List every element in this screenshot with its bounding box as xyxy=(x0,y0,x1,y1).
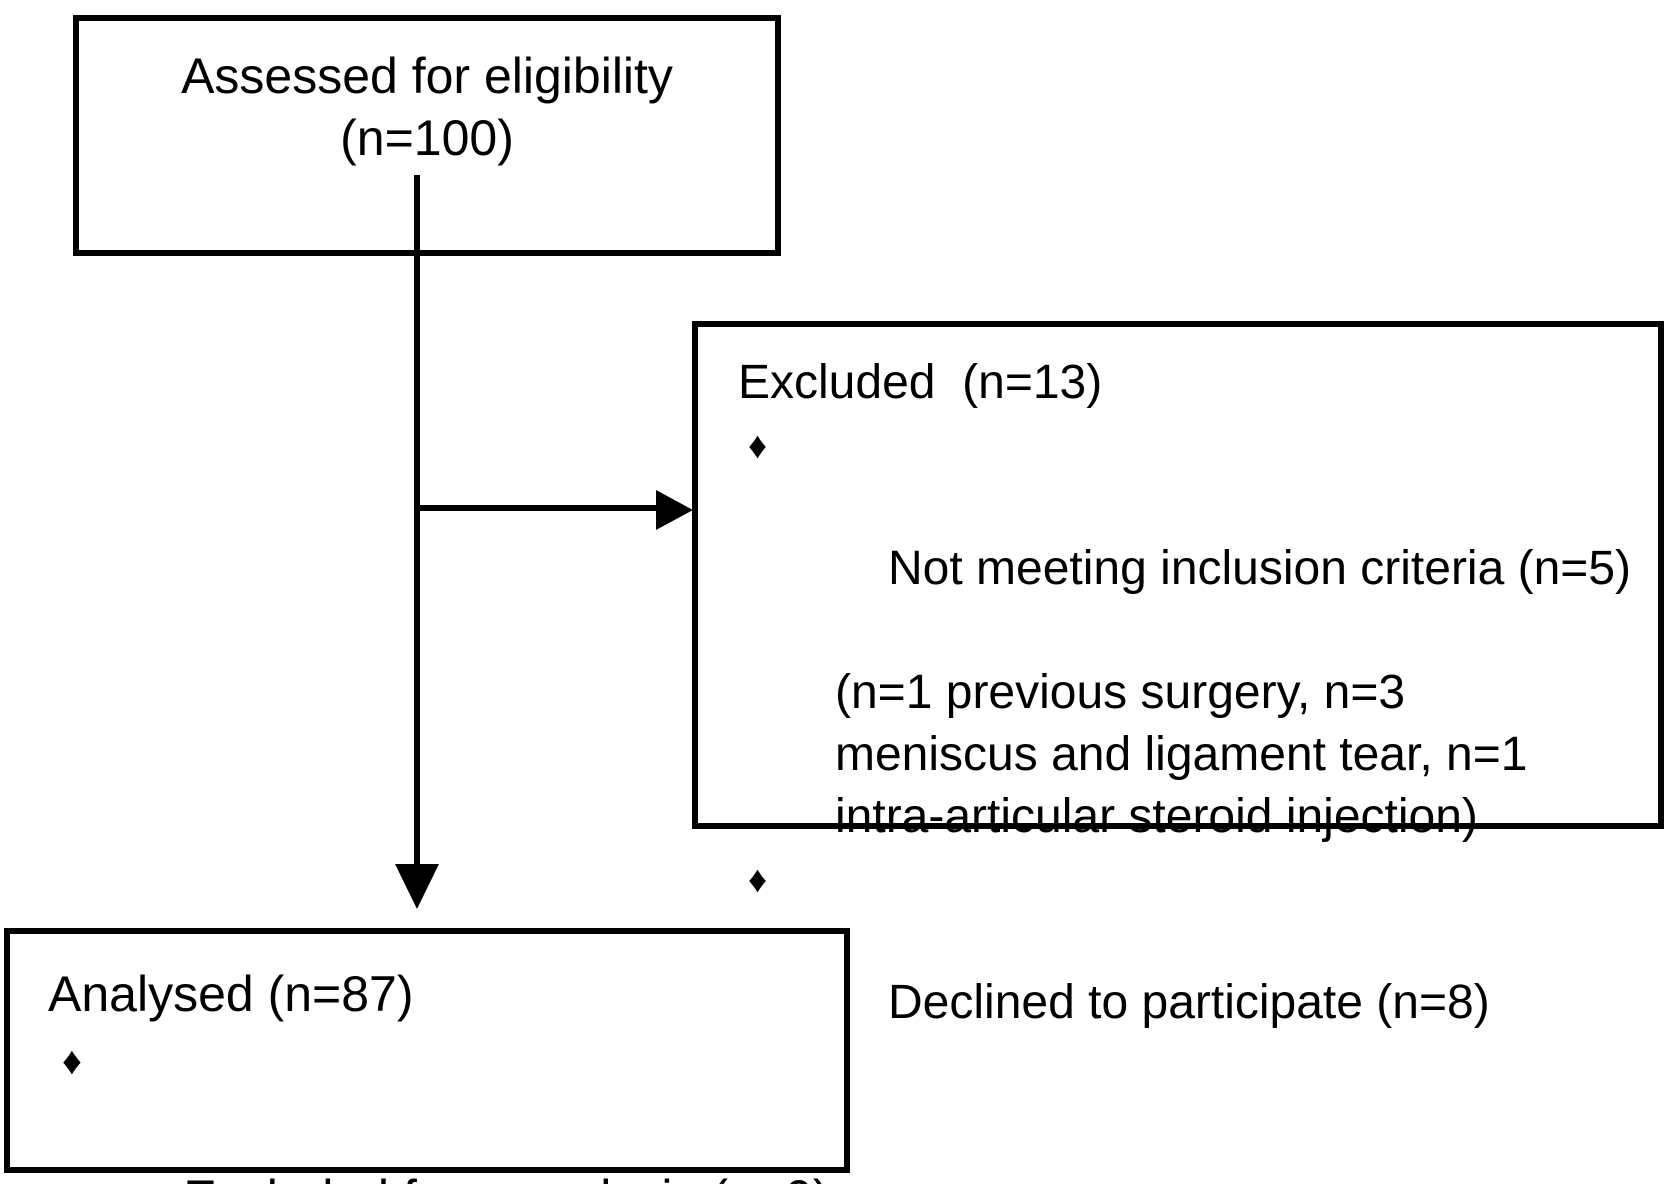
diamond-bullet-icon: ♦ xyxy=(748,858,768,900)
excluded-bullet-2: ♦ Declined to participate (n=8) xyxy=(698,848,1658,1096)
excluded-title: Excluded (n=13) xyxy=(738,356,1103,409)
assessed-line1: Assessed for eligibility xyxy=(181,48,673,104)
analysed-bullet-1: ♦ Excluded from analysis (n=0) xyxy=(10,1028,844,1184)
excluded-bullet-1-cont-2: meniscus and ligament tear, n=1 xyxy=(835,728,1528,781)
diamond-bullet-icon: ♦ xyxy=(62,1040,82,1083)
assessed-box: Assessed for eligibility (n=100) xyxy=(73,15,781,256)
arrowhead-right-icon xyxy=(656,490,693,530)
analysed-bullet-1-text: Excluded from analysis (n=0) xyxy=(183,1170,829,1184)
excluded-box: Excluded (n=13) ♦ Not meeting inclusion … xyxy=(692,321,1664,1029)
excluded-bullet-2-text: Declined to participate (n=8) xyxy=(888,976,1490,1029)
arrowhead-down-icon xyxy=(395,864,439,909)
excluded-bullet-1-cont-3: intra-articular steroid injection) xyxy=(835,790,1478,843)
analysed-box: Analysed (n=87) ♦ Excluded from analysis… xyxy=(4,928,850,1184)
excluded-bullet-1: ♦ Not meeting inclusion criteria (n=5) xyxy=(698,414,1658,662)
excluded-bullet-1-cont-1: (n=1 previous surgery, n=3 xyxy=(835,666,1406,719)
flow-line-vertical xyxy=(414,175,420,865)
excluded-bullet-1-text: Not meeting inclusion criteria (n=5) xyxy=(888,542,1632,595)
analysed-title: Analysed (n=87) xyxy=(48,966,414,1022)
flow-line-horizontal xyxy=(417,505,657,511)
assessed-line2: (n=100) xyxy=(340,110,514,166)
diamond-bullet-icon: ♦ xyxy=(748,424,768,466)
